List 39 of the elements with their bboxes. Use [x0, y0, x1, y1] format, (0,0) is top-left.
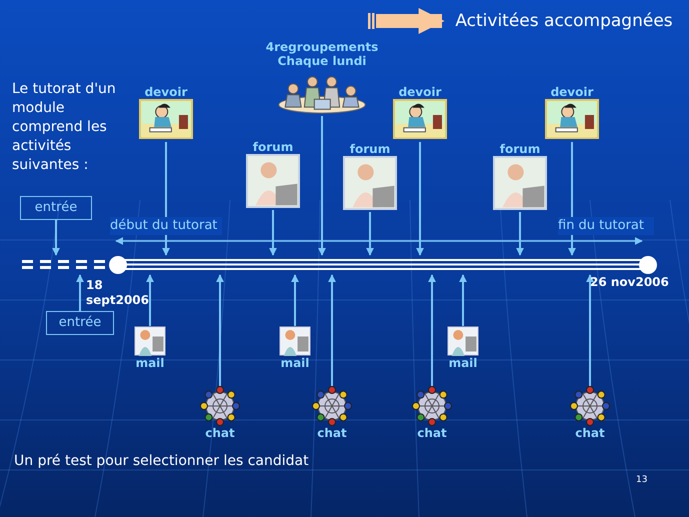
activity-label: mail — [280, 356, 310, 370]
activity-label: forum — [498, 142, 542, 156]
activity-label: mail — [134, 356, 166, 370]
arrow — [459, 274, 467, 326]
arrow — [586, 274, 594, 386]
text-label: Le tutorat d'un module comprend les activités suivantes : — [12, 80, 117, 174]
entry-box: entrée — [46, 311, 114, 335]
heading: Activitées accompagnées — [454, 10, 674, 33]
arrow — [416, 142, 424, 256]
activity-label: forum — [348, 142, 392, 156]
arrow — [216, 274, 224, 386]
page-number: 13 — [636, 474, 648, 486]
text-label: début du tutorat — [110, 217, 222, 235]
activity-label: chat — [204, 426, 236, 440]
arrow — [428, 274, 436, 386]
arrow — [328, 274, 336, 386]
text-label: fin du tutorat — [558, 217, 654, 235]
activity-label: 4regroupements Chaque lundi — [264, 40, 380, 68]
arrow — [291, 274, 299, 326]
arrow — [269, 210, 277, 256]
activity-label: devoir — [550, 85, 594, 99]
activity-label: forum — [252, 140, 294, 154]
arrow — [52, 220, 60, 256]
arrow — [318, 116, 326, 256]
arrow — [146, 274, 154, 326]
activity-label: devoir — [398, 85, 442, 99]
entry-box: entrée — [20, 196, 92, 220]
activity-label: chat — [316, 426, 348, 440]
arrow — [76, 274, 84, 311]
date-label: 18 sept2006 — [86, 278, 146, 308]
activity-label: chat — [416, 426, 448, 440]
activity-label: devoir — [144, 85, 188, 99]
text-label: Un pré test pour selectionner les candidat — [14, 452, 310, 471]
activity-label: chat — [574, 426, 606, 440]
arrow — [516, 212, 524, 256]
arrow — [376, 8, 445, 34]
date-label: 26 nov2006 — [590, 275, 670, 290]
arrow — [366, 212, 374, 256]
activity-label: mail — [448, 356, 478, 370]
